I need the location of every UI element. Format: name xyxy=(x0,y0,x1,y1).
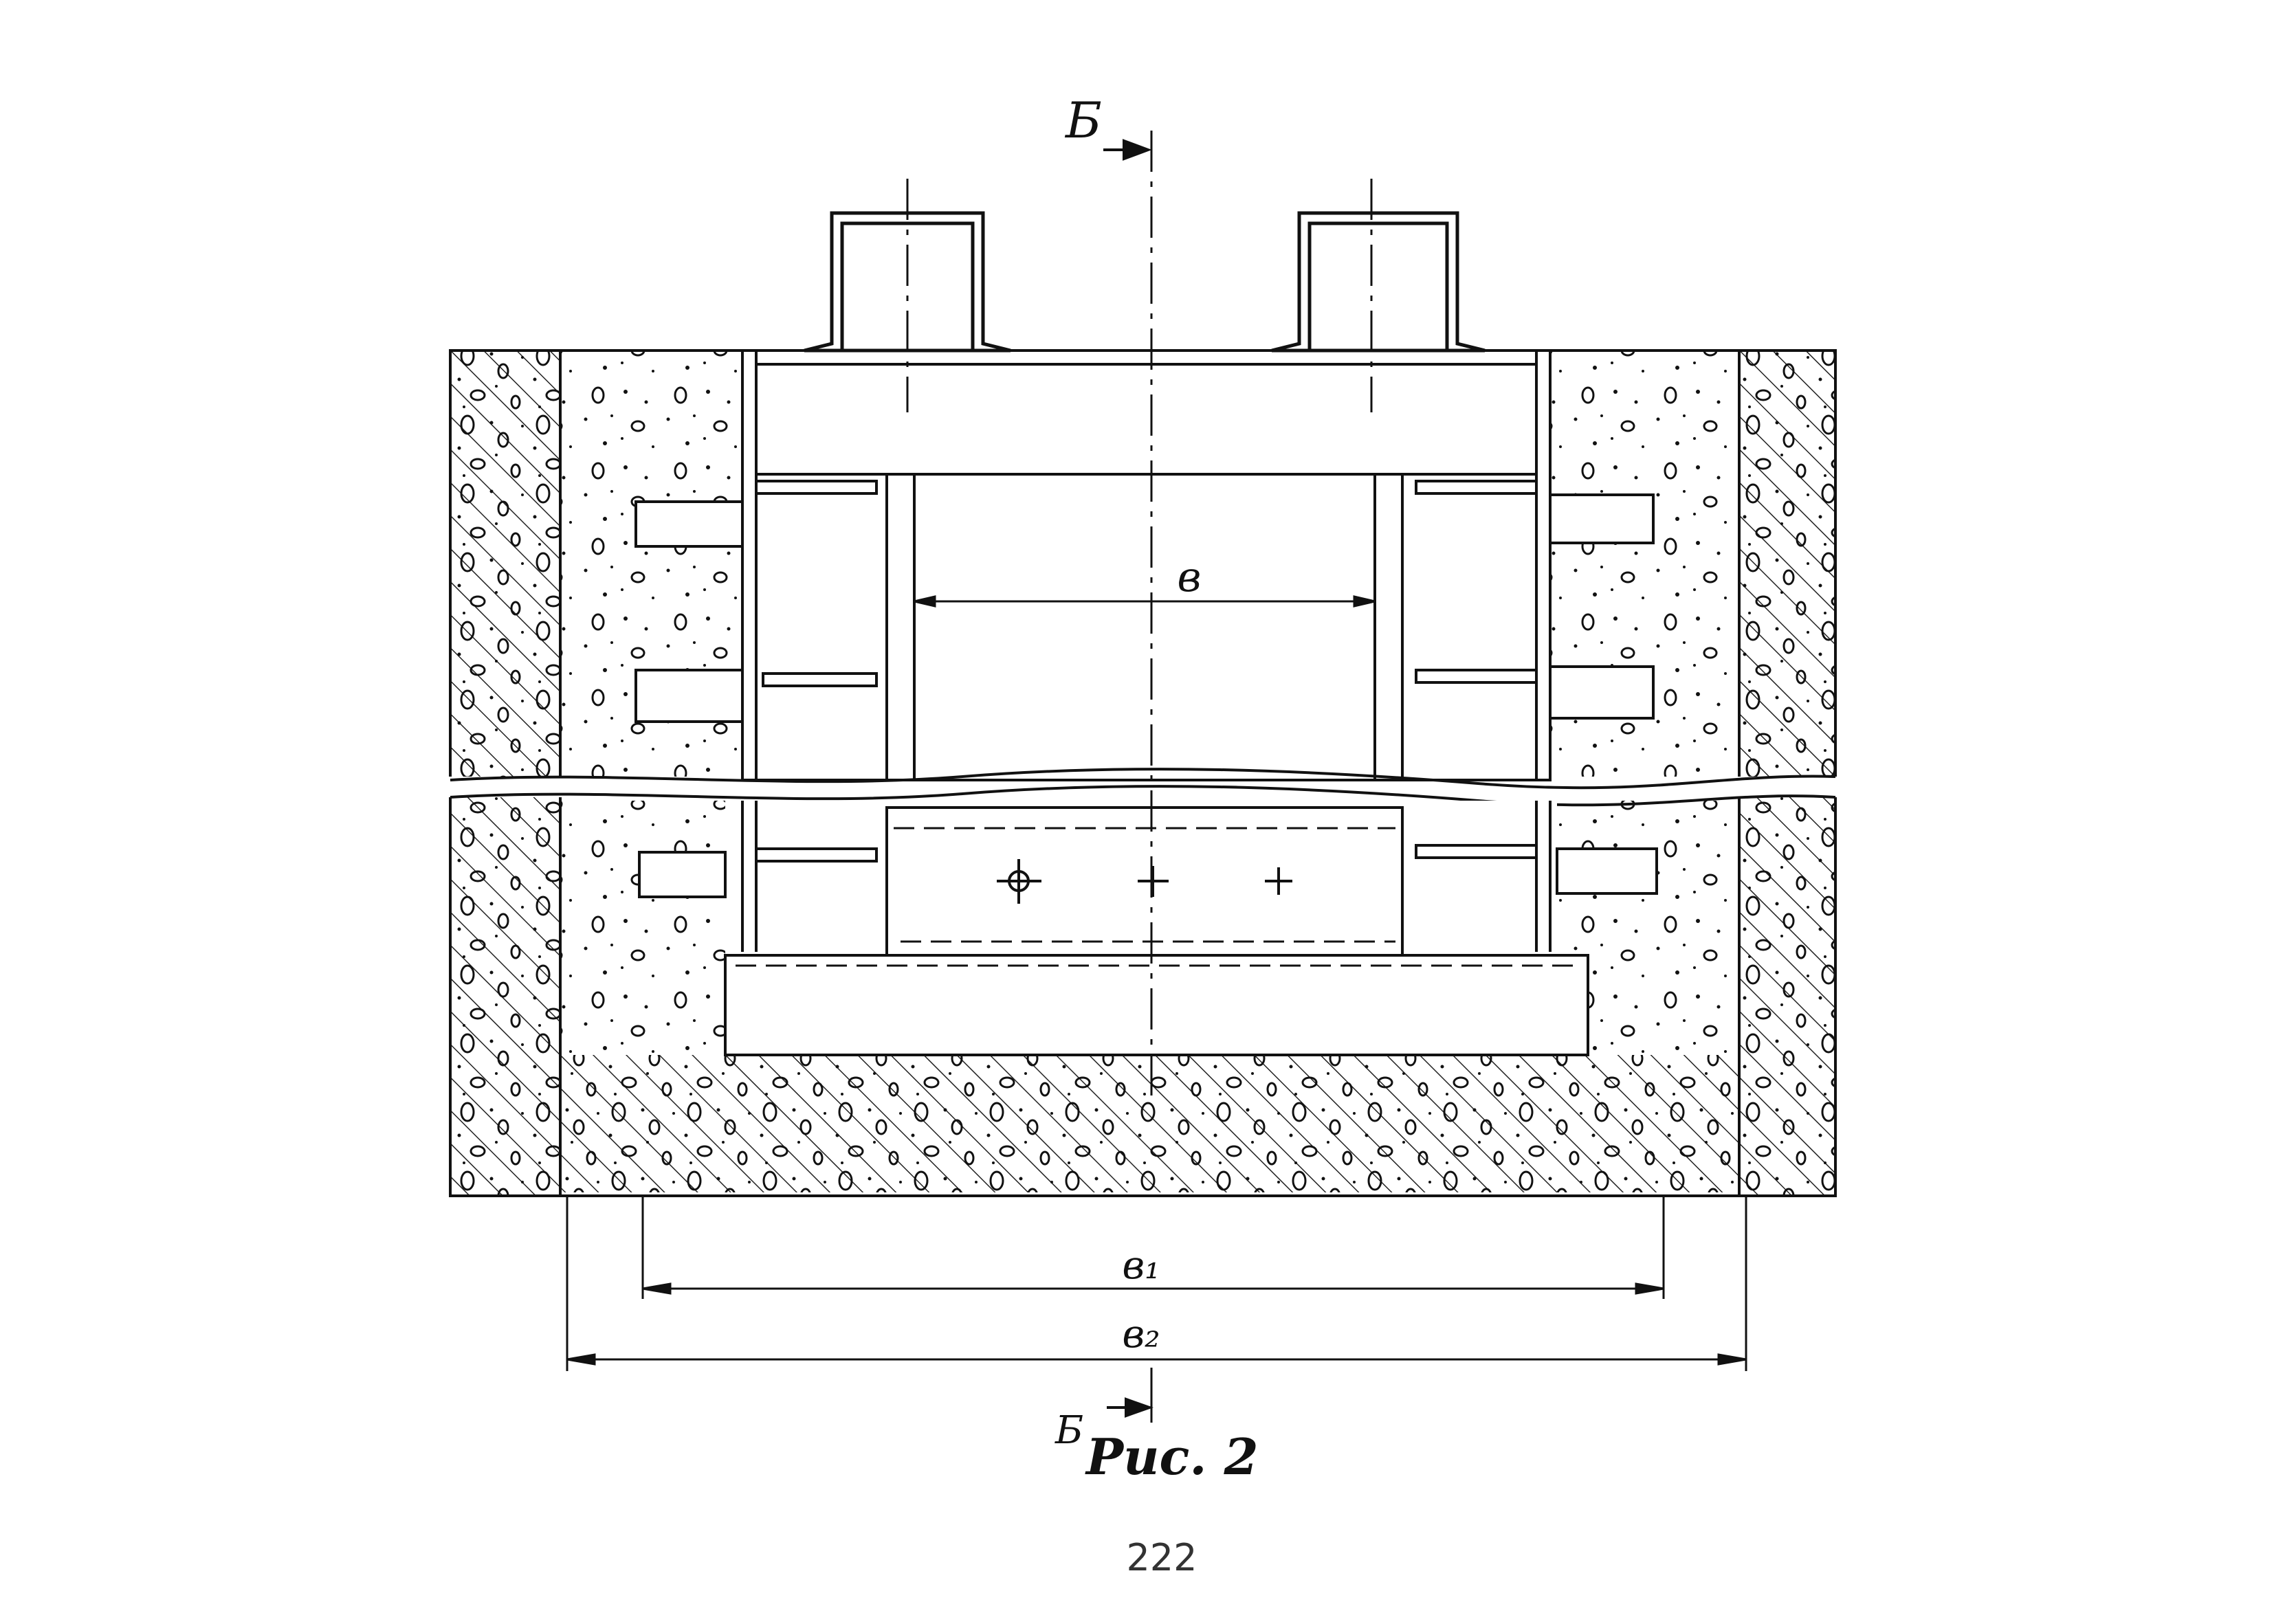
concrete-fill-left-lower xyxy=(560,801,725,1055)
dim-line-base xyxy=(641,1196,1665,1299)
outer-wall-left-lower xyxy=(450,797,560,1196)
dim-label-overall: в₂ xyxy=(1122,1312,1160,1357)
outer-wall-left-upper xyxy=(450,351,560,777)
inner-chamber-lower xyxy=(638,801,1658,1056)
dim-label-inner: в xyxy=(1178,553,1202,601)
outer-wall-right-upper xyxy=(1739,351,1835,777)
dim-label-base: в₁ xyxy=(1122,1243,1160,1288)
outer-wall-right-lower xyxy=(1739,797,1835,1196)
section-arrow-bottom xyxy=(1107,1397,1154,1418)
pipe-right xyxy=(1271,211,1486,353)
section-arrow-top xyxy=(1103,139,1152,161)
bolt-marks xyxy=(997,859,1292,904)
page-number: 222 xyxy=(1126,1536,1197,1579)
dim-line-overall xyxy=(566,1196,1747,1371)
anchor-bars-upper xyxy=(634,480,1655,723)
inner-chamber-upper xyxy=(741,349,1552,781)
centerlines xyxy=(906,131,1373,1100)
foundation-slab xyxy=(560,1055,1739,1192)
dim-line-inner xyxy=(914,595,1376,608)
section-marker-top: Б xyxy=(1064,91,1102,149)
section-marker-bottom: Б xyxy=(1055,1408,1083,1453)
figure-caption: Рис. 2 xyxy=(1085,1427,1259,1486)
break-line xyxy=(450,768,1836,807)
